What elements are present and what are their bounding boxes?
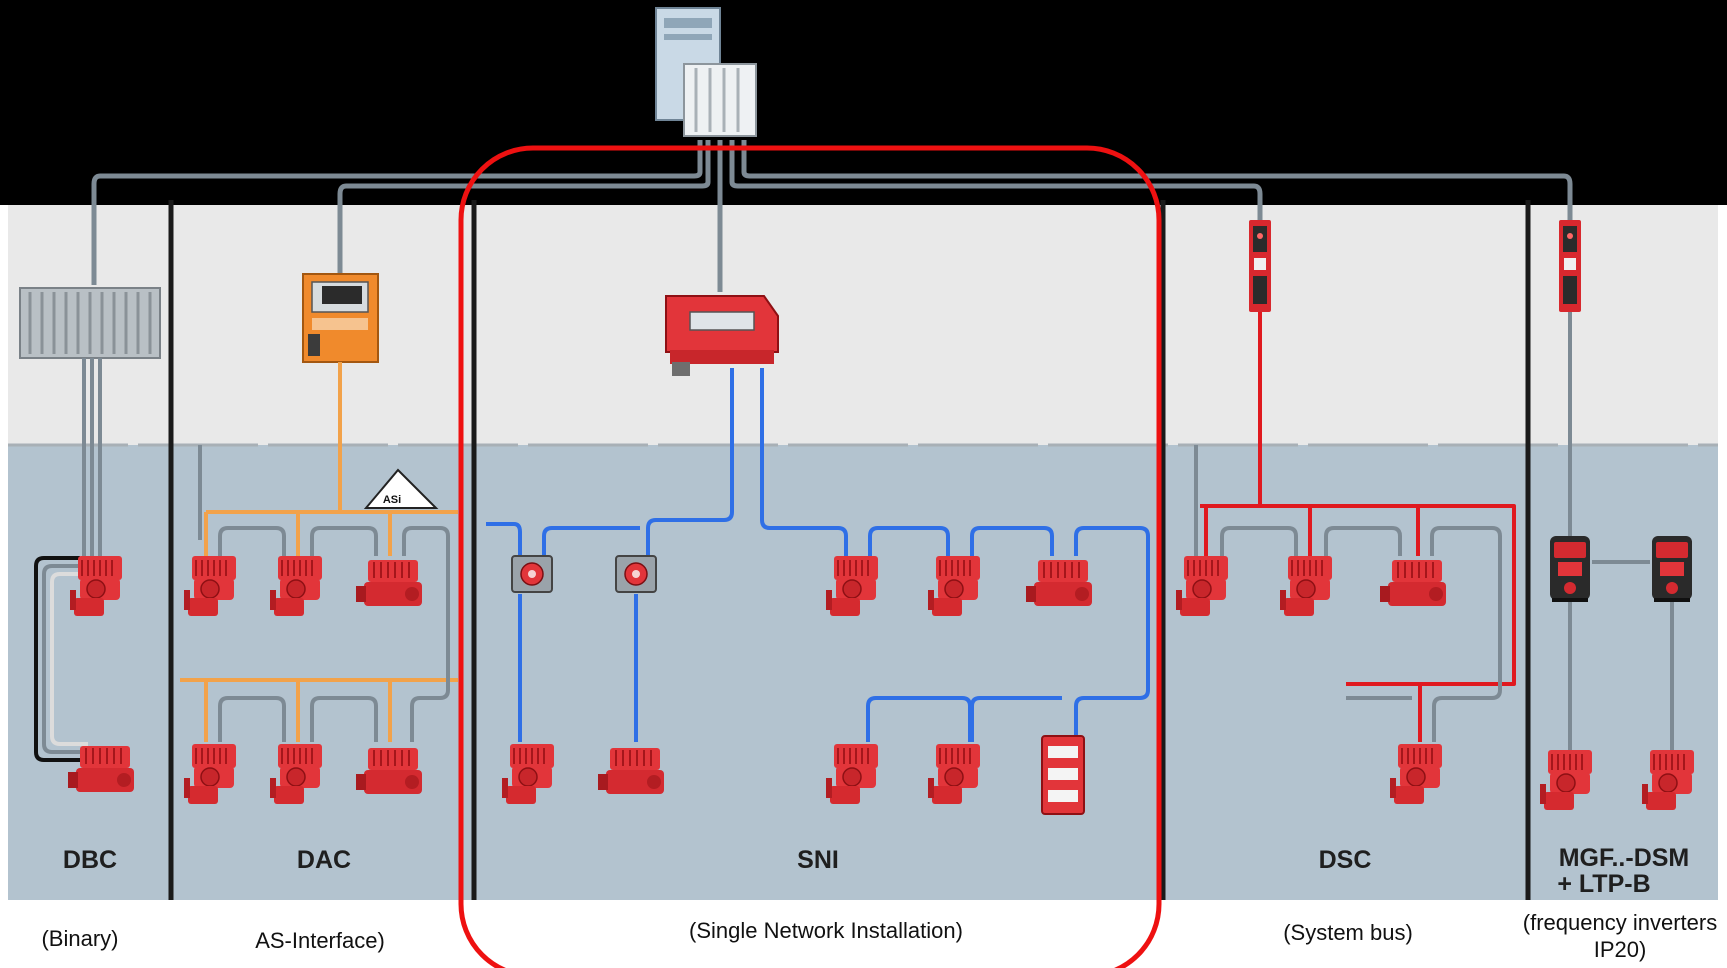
column-caption-mgf-line1: (frequency inverters <box>1523 910 1717 935</box>
io-rack-icon <box>19 287 161 359</box>
gateway-module-icon <box>1559 220 1581 312</box>
frequency-inverter-icon <box>1652 536 1692 602</box>
distributor-box-icon <box>1041 735 1085 815</box>
field-level-upper-band <box>8 205 1718 445</box>
plc-controller-icon <box>655 7 757 137</box>
sni-highlight-frame <box>458 145 1162 968</box>
column-title-mgf-line1: MGF..-DSM <box>1559 844 1690 872</box>
column-caption-dsc: (System bus) <box>1283 920 1413 945</box>
frequency-inverter-icon <box>1550 536 1590 602</box>
gateway-module-icon <box>1249 220 1271 312</box>
controller-cables <box>91 140 1573 292</box>
controller-level-band <box>0 0 1727 205</box>
sni-column: SNI <box>486 295 1150 874</box>
column-caption-dbc: (Binary) <box>41 926 118 951</box>
column-caption-sni: (Single Network Installation) <box>689 918 963 943</box>
column-title-dbc: DBC <box>63 846 117 874</box>
asi-logo: ASi <box>363 468 439 509</box>
dac-column: ASi DAC <box>180 273 458 874</box>
svg-text:ASi: ASi <box>383 494 401 506</box>
column-title-dsc: DSC <box>1319 846 1372 874</box>
asi-gateway-icon <box>302 273 379 363</box>
column-title-sni: SNI <box>797 846 839 874</box>
column-title-dac: DAC <box>297 846 351 874</box>
column-dividers <box>168 200 1531 900</box>
column-caption-mgf-line2: IP20) <box>1594 937 1647 962</box>
column-caption-dac: AS-Interface) <box>255 928 385 953</box>
dbc-column: DBC <box>19 287 161 874</box>
mgf-column: MGF..-DSM + LTP-B <box>1539 220 1695 898</box>
bus-interface-module-icon <box>615 555 657 593</box>
bus-interface-module-icon <box>511 555 553 593</box>
column-title-mgf-line2: + LTP-B <box>1557 870 1650 898</box>
sni-controller-icon <box>665 295 779 376</box>
field-level-lower-band <box>8 445 1718 900</box>
dsc-column: DSC <box>1175 220 1516 874</box>
